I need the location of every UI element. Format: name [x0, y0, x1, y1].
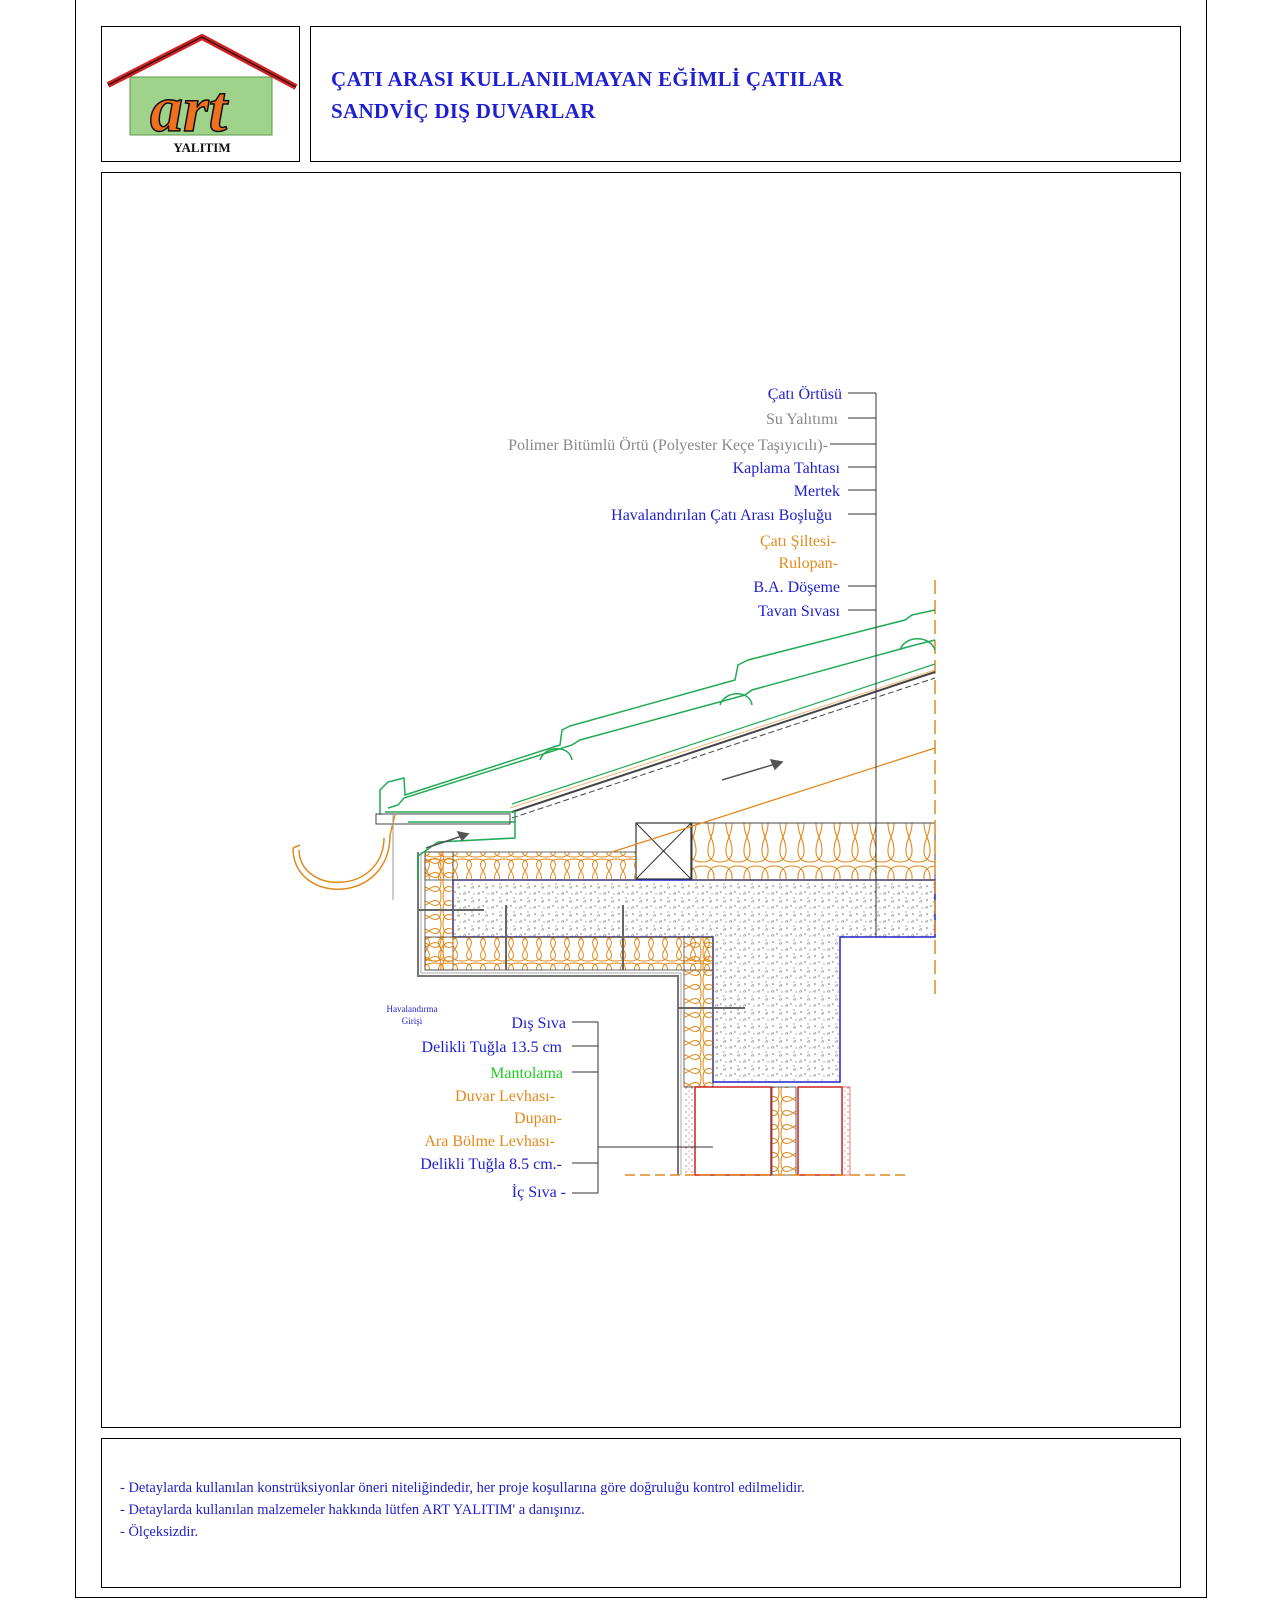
- wall-layer-label: Dış Sıva: [511, 1015, 566, 1032]
- wall-layer-label: Dupan-: [514, 1110, 562, 1127]
- notes-box: - Detaylarda kullanılan konstrüksiyonlar…: [101, 1438, 1181, 1588]
- insulation-anchors: [418, 905, 745, 1009]
- roof-layer-label: Çatı Örtüsü: [768, 385, 842, 403]
- ventilation-label-line1: Havalandırma: [387, 1004, 438, 1014]
- roof-layer-label: Kaplama Tahtası: [733, 460, 841, 477]
- roof-layer-label: Tavan Sıvası: [758, 603, 841, 620]
- exterior-plaster: [417, 852, 679, 1175]
- roof-sheathing: [511, 663, 936, 819]
- art-yalitim-logo: art YALITIM: [106, 34, 298, 155]
- roof-layer-label: Çatı Şiltesi-: [760, 533, 836, 550]
- wall-layer-label: İç Sıva -: [512, 1183, 566, 1201]
- roof-tiles: [379, 609, 936, 822]
- roof-insulation-blanket: [691, 822, 936, 881]
- gutter: [292, 812, 396, 900]
- slab-soffit-insulation: [424, 936, 714, 971]
- note-item: - Detaylarda kullanılan malzemeler hakkı…: [120, 1502, 585, 1518]
- wall-layer-label: Delikli Tuğla 13.5 cm: [422, 1039, 563, 1056]
- wall-layer-label: Ara Bölme Levhası-: [424, 1133, 555, 1150]
- drawing-sheet: [75, 0, 1207, 1598]
- rafter: [509, 669, 936, 853]
- wall-layer-label: Duvar Levhası-: [455, 1088, 555, 1105]
- drawing-box: [101, 172, 1181, 1428]
- note-item: - Detaylarda kullanılan konstrüksiyonlar…: [120, 1480, 805, 1496]
- notes-list: - Detaylarda kullanılan konstrüksiyonlar…: [120, 1477, 805, 1543]
- airflow-arrows: [425, 759, 784, 849]
- roof-layer-label: Rulopan-: [778, 555, 838, 572]
- title-box: ÇATI ARASI KULLANILMAYAN EĞİMLİ ÇATILAR …: [310, 26, 1181, 162]
- logo-box: art YALITIM: [101, 26, 300, 162]
- timber-purlin: [635, 822, 692, 880]
- slab-top-insulation: [424, 851, 637, 881]
- title-line-1: ÇATI ARASI KULLANILMAYAN EĞİMLİ ÇATILAR: [331, 67, 844, 91]
- ventilation-label-line2: Girişi: [402, 1016, 423, 1026]
- note-item: - Ölçeksizdir.: [120, 1524, 199, 1540]
- fascia: [375, 813, 516, 880]
- roof-layer-label: B.A. Döşeme: [753, 579, 840, 596]
- logo-text: art: [150, 73, 229, 146]
- logo-subtitle: YALITIM: [173, 140, 230, 155]
- roof-layer-label: Mertek: [794, 483, 840, 500]
- logo-house-body: [129, 76, 273, 136]
- roof-leaders: [830, 392, 877, 937]
- roof-layer-label: Polimer Bitümlü Örtü (Polyester Keçe Taş…: [508, 436, 828, 454]
- wall-layer-label: Mantolama: [490, 1065, 563, 1082]
- wall-leaders: [572, 1021, 713, 1194]
- logo-roof-outline: [107, 36, 297, 88]
- roof-layer-label: Su Yalıtımı: [766, 411, 839, 428]
- roof-layer-label: Havalandırılan Çatı Arası Boşluğu: [611, 507, 832, 524]
- wall-insulation: [683, 936, 714, 1088]
- wall-layer-label: Delikli Tuğla 8.5 cm.-: [420, 1156, 562, 1173]
- brick-wall: [684, 1086, 851, 1176]
- title-line-2: SANDVİÇ DIŞ DUVARLAR: [331, 99, 596, 123]
